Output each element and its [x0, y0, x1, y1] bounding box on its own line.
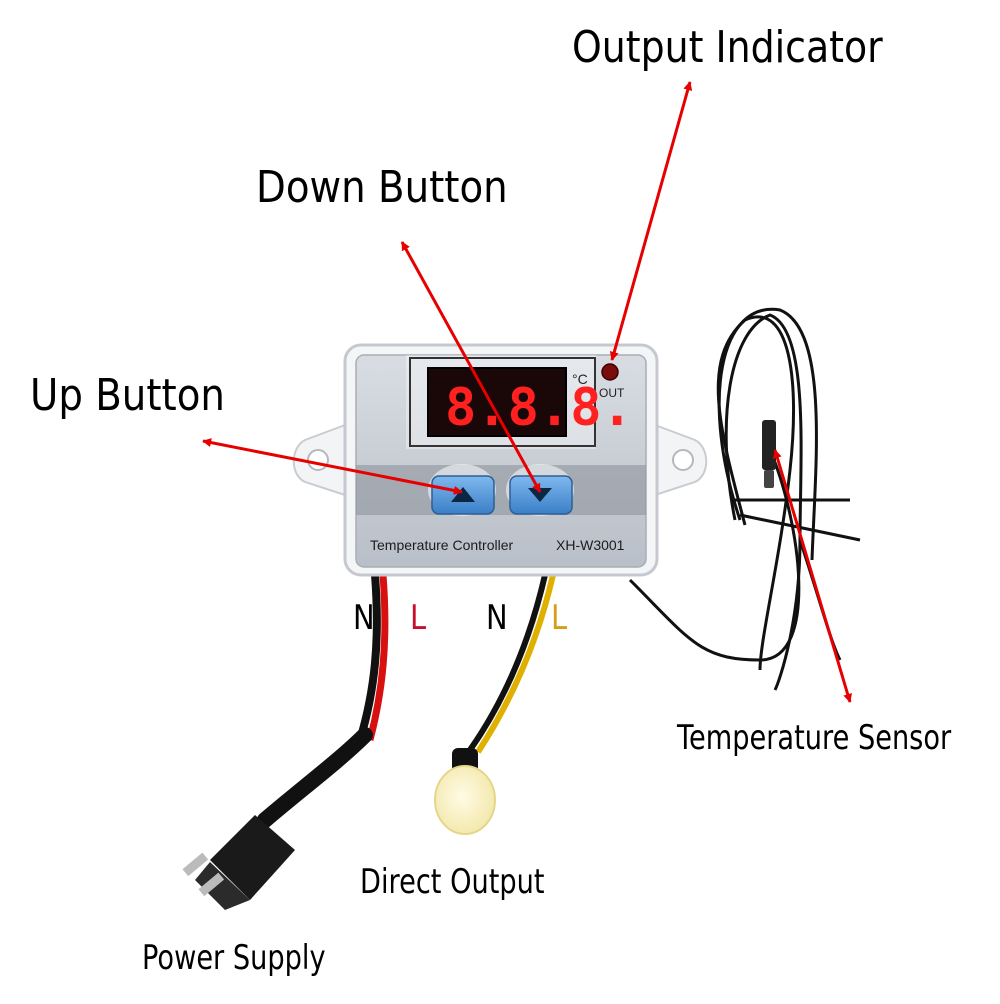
output-led-icon [601, 363, 619, 381]
panel-title: Temperature Controller [370, 537, 514, 553]
bulb-icon [434, 765, 496, 835]
up-button[interactable] [428, 464, 496, 516]
temperature-sensor-label: Temperature Sensor [677, 718, 952, 758]
up-arrow-icon [451, 487, 475, 502]
output-cable [434, 574, 556, 835]
arrow-temperature-sensor [772, 449, 853, 703]
direct-output-label: Direct Output [360, 862, 545, 902]
output-live-label: L [551, 598, 568, 638]
arrow-up-button [202, 438, 463, 495]
arrow-down-button [400, 241, 542, 493]
power-cable [182, 574, 389, 910]
output-indicator-label: Output Indicator [572, 22, 883, 73]
power-supply-label: Power Supply [142, 938, 326, 978]
power-live-label: L [410, 598, 427, 638]
up-button-label: Up Button [30, 370, 225, 421]
callout-arrows [202, 81, 853, 703]
led-label: OUT [599, 386, 625, 400]
down-button-label: Down Button [256, 162, 508, 213]
power-neutral-label: N [353, 598, 375, 638]
output-neutral-label: N [486, 598, 508, 638]
sensor-cable [628, 307, 861, 691]
model-number: XH-W3001 [556, 537, 625, 553]
unit-label: °C [572, 371, 588, 387]
sensor-probe [762, 420, 776, 488]
arrow-output-indicator [609, 81, 693, 361]
